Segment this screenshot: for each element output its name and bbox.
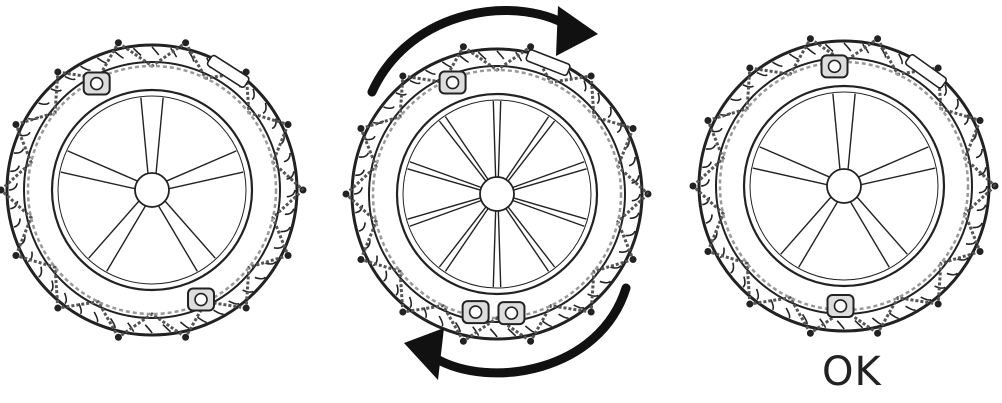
ok-caption: OK bbox=[822, 352, 882, 392]
chain-clip bbox=[977, 117, 984, 124]
chain-clip bbox=[12, 252, 19, 259]
tensioner-reel bbox=[447, 77, 459, 89]
hub bbox=[827, 169, 861, 203]
chain-clip bbox=[54, 68, 61, 75]
chain-clip bbox=[285, 252, 292, 259]
wheel-tire-left bbox=[0, 39, 307, 340]
tensioner-reel bbox=[470, 306, 482, 318]
tensioner-reel bbox=[505, 307, 517, 319]
chain-clip bbox=[704, 248, 711, 255]
tensioner-reel bbox=[834, 300, 846, 312]
chain-clip bbox=[874, 330, 881, 337]
chain-clip bbox=[690, 183, 697, 190]
chain-clip bbox=[527, 338, 534, 345]
chain-clip bbox=[874, 35, 881, 42]
chain-clip bbox=[243, 305, 250, 312]
chain-clip bbox=[399, 309, 406, 316]
chain-clip bbox=[746, 301, 753, 308]
chain-clip bbox=[807, 330, 814, 337]
rotation-arrowhead-top bbox=[556, 6, 598, 56]
chain-clip bbox=[357, 256, 364, 263]
hub bbox=[480, 177, 514, 211]
hub bbox=[135, 173, 169, 207]
tensioner-reel bbox=[91, 78, 103, 90]
chain-clip bbox=[977, 248, 984, 255]
chain-clip bbox=[399, 72, 406, 79]
chain-clip bbox=[357, 125, 364, 132]
chain-clip bbox=[285, 121, 292, 128]
chain-clip bbox=[182, 39, 189, 46]
chain-clip bbox=[588, 309, 595, 316]
chain-clip bbox=[630, 125, 637, 132]
chain-clip bbox=[460, 338, 467, 345]
tensioner-reel bbox=[829, 60, 841, 72]
chain-clip bbox=[588, 72, 595, 79]
wheel-tire-right bbox=[690, 35, 999, 336]
chain-clip bbox=[12, 121, 19, 128]
rotation-arrowhead-bottom bbox=[404, 328, 444, 380]
chain-clip bbox=[746, 64, 753, 71]
tensioner-reel bbox=[195, 294, 207, 306]
chain-clip bbox=[182, 334, 189, 341]
chain-clip bbox=[630, 256, 637, 263]
chain-clip bbox=[343, 191, 350, 198]
chain-clip bbox=[935, 301, 942, 308]
chain-clip bbox=[54, 305, 61, 312]
chain-clip bbox=[807, 35, 814, 42]
wheel-tire-center bbox=[343, 43, 652, 344]
chain-clip bbox=[460, 43, 467, 50]
chain-clip bbox=[115, 39, 122, 46]
chain-clip bbox=[115, 334, 122, 341]
chain-clip bbox=[704, 117, 711, 124]
